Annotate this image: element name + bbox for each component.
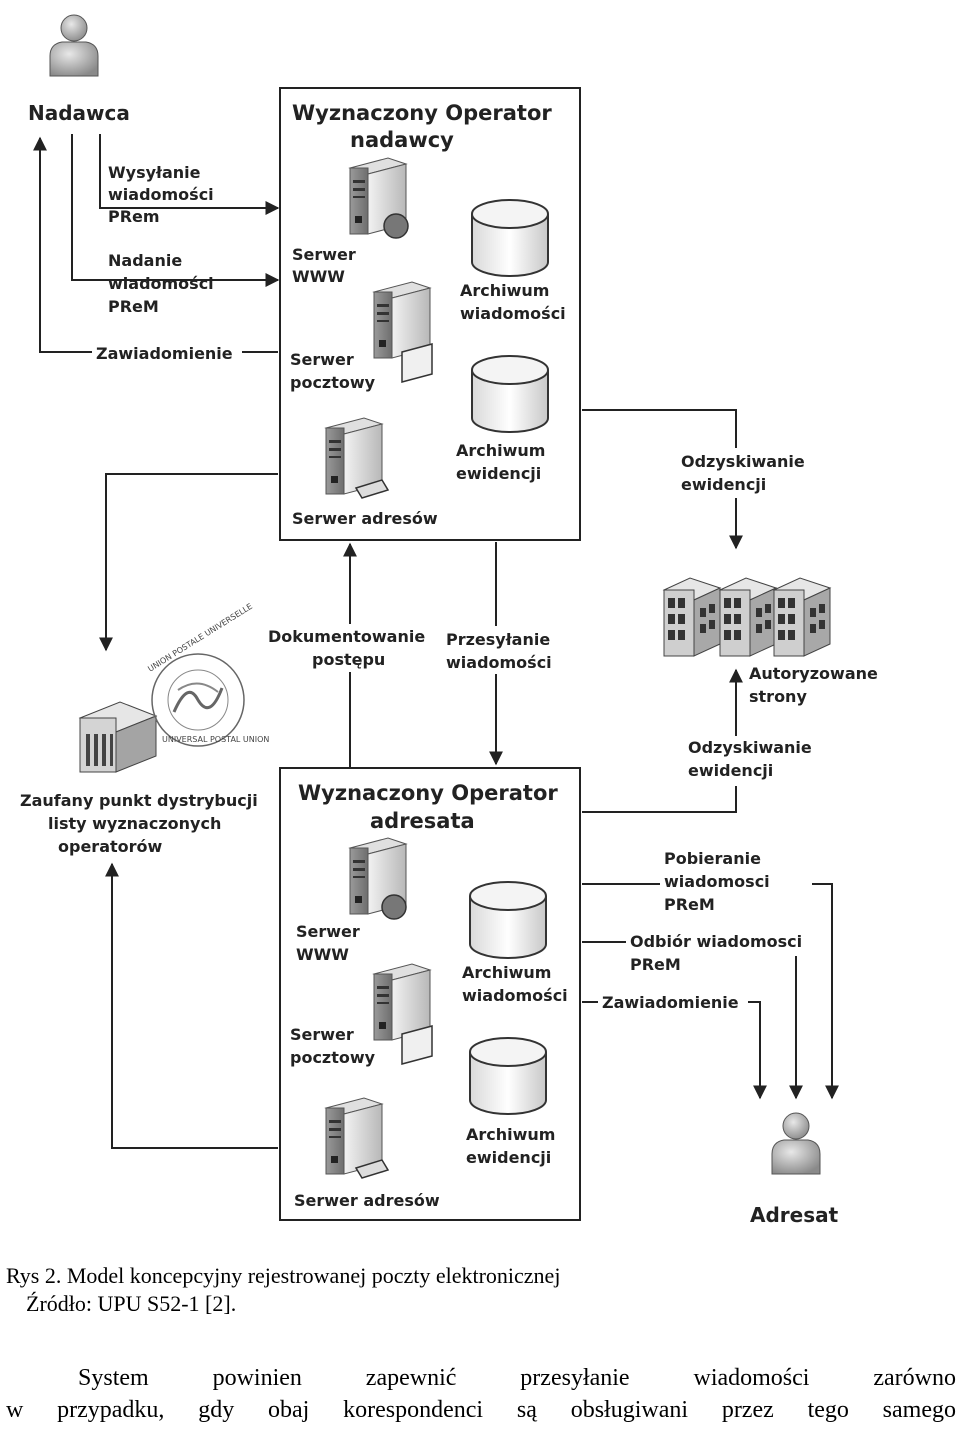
- envelope-icon-2: [401, 1025, 433, 1065]
- trusted-point-icon: [78, 701, 158, 773]
- serwer-www-label-2-1: Serwer: [296, 922, 360, 941]
- pobieranie-label-1: Pobieranie: [664, 849, 761, 868]
- adresat-person-icon: [771, 1112, 821, 1175]
- arrow-pobieranie: [812, 883, 839, 1100]
- zaufany-label-3: operatorów: [58, 837, 163, 856]
- upu-seal: [151, 653, 245, 747]
- dokumentowanie-label-1: Dokumentowanie: [268, 627, 425, 646]
- archiwum-wiadomosci-label-2-1: Archiwum: [462, 963, 551, 982]
- arrow-odzyskiwanie-bottom: [582, 668, 743, 813]
- arrow-wysylanie: [99, 134, 280, 215]
- autoryzowane-label-2: strony: [749, 687, 807, 706]
- arrow-operator-to-trusted-point: [99, 473, 278, 652]
- serwer-www-label-1: Serwer: [292, 245, 356, 264]
- label-bg: [684, 736, 814, 786]
- serwer-pocztowy-label-2-2: pocztowy: [290, 1048, 376, 1067]
- przesylanie-label-1: Przesyłanie: [446, 630, 550, 649]
- wysylanie-label-2: wiadomości: [108, 185, 214, 204]
- archiwum-ewidencji-label-1: Archiwum: [456, 441, 545, 460]
- body-paragraph: System powinien zapewnić przesyłanie wia…: [6, 1362, 956, 1426]
- operator-adresata-title-1: Wyznaczony Operator: [298, 781, 558, 805]
- address-book-icon-2: [354, 1159, 390, 1179]
- operator-adresata-title-2: adresata: [370, 809, 475, 833]
- pobieranie-label-3: PReM: [664, 895, 715, 914]
- odbior-label-2: PReM: [630, 955, 681, 974]
- serwer-www-label-2-2: WWW: [296, 945, 349, 964]
- globe-icon: [383, 213, 409, 239]
- archiwum-ewidencji-label-2-1: Archiwum: [466, 1125, 555, 1144]
- archiwum-wiadomosci-label-2: wiadomości: [460, 304, 566, 323]
- upu-seal-text-bottom: UNIVERSAL POSTAL UNION: [162, 735, 269, 744]
- dokumentowanie-label-2: postępu: [312, 650, 385, 669]
- envelope-icon: [401, 343, 433, 383]
- label-bg: [676, 448, 812, 498]
- caption-line-2: Źródło: UPU S52-1 [2].: [26, 1291, 237, 1316]
- serwer-pocztowy-label-2: pocztowy: [290, 373, 376, 392]
- operator-nadawcy-title-1: Wyznaczony Operator: [292, 101, 552, 125]
- pobieranie-label-2: wiadomosci: [664, 872, 770, 891]
- serwer-adresow-label: Serwer adresów: [292, 509, 438, 528]
- autoryzowane-label-1: Autoryzowane: [749, 664, 878, 683]
- serwer-adresow-label-2: Serwer adresów: [294, 1191, 440, 1210]
- serwer-pocztowy-label-1: Serwer: [290, 350, 354, 369]
- archive-messages-icon: [471, 199, 549, 277]
- building-icon-3: [773, 577, 831, 657]
- zawiadomienie-adresat-label: Zawiadomienie: [602, 993, 739, 1012]
- label-bg: [440, 626, 558, 674]
- building-icon-2: [719, 577, 777, 657]
- odzyskiwanie-bottom-label-1: Odzyskiwanie: [688, 738, 812, 757]
- label-bg: [92, 340, 242, 362]
- body-line-1: System powinien zapewnić przesyłanie wia…: [78, 1365, 956, 1391]
- archiwum-wiadomosci-label-2-2: wiadomości: [462, 986, 568, 1005]
- zaufany-label-1: Zaufany punkt dystrybucji: [20, 791, 258, 810]
- odzyskiwanie-top-label-1: Odzyskiwanie: [681, 452, 805, 471]
- arrow-zawiadomienie-adresat: [748, 1001, 767, 1100]
- arrow-operator-adresata-to-trusted-point: [105, 862, 278, 1149]
- odbior-label-1: Odbiór wiadomosci: [630, 932, 802, 951]
- odzyskiwanie-bottom-label-2: ewidencji: [688, 761, 773, 780]
- archiwum-wiadomosci-label-1: Archiwum: [460, 281, 549, 300]
- adresat-label: Adresat: [750, 1203, 839, 1227]
- serwer-www-label-2: WWW: [292, 267, 345, 286]
- figure-caption: Rys 2. Model koncepcyjny rejestrowanej p…: [6, 1262, 946, 1318]
- upu-seal-text-top: UNION POSTALE UNIVERSELLE: [146, 602, 254, 674]
- operator-nadawcy-title-2: nadawcy: [350, 128, 454, 152]
- wysylanie-label-3: PRem: [108, 207, 160, 226]
- caption-line-1: Rys 2. Model koncepcyjny rejestrowanej p…: [6, 1263, 561, 1288]
- archive-evidence-icon-2: [469, 1037, 547, 1115]
- odzyskiwanie-top-label-2: ewidencji: [681, 475, 766, 494]
- archive-evidence-icon: [471, 355, 549, 433]
- przesylanie-label-2: wiadomości: [446, 653, 552, 672]
- zaufany-label-2: listy wyznaczonych: [48, 814, 221, 833]
- arrow-odzyskiwanie-top: [582, 409, 743, 550]
- zawiadomienie-nadawca-label: Zawiadomienie: [96, 344, 233, 363]
- address-book-icon: [354, 479, 390, 499]
- nadawca-label: Nadawca: [28, 101, 130, 125]
- nadanie-label-2: wiadomości: [108, 274, 214, 293]
- building-icon-1: [663, 577, 721, 657]
- serwer-pocztowy-label-2-1: Serwer: [290, 1025, 354, 1044]
- nadawca-person-icon: [49, 14, 99, 77]
- archiwum-ewidencji-label-2-2: ewidencji: [466, 1148, 551, 1167]
- wysylanie-label-1: Wysyłanie: [108, 163, 201, 182]
- registered-email-concept-diagram: Nadawca Wyznaczony Operator nadawcy Serw…: [20, 14, 878, 1227]
- archiwum-ewidencji-label-2: ewidencji: [456, 464, 541, 483]
- nadanie-label-1: Nadanie: [108, 251, 182, 270]
- nadanie-label-3: PReM: [108, 297, 159, 316]
- label-bg: [264, 624, 430, 672]
- arrow-nadanie: [71, 134, 280, 287]
- body-line-2: w przypadku, gdy obaj korespondenci są o…: [6, 1397, 956, 1423]
- archive-messages-icon-2: [469, 881, 547, 959]
- globe-icon-2: [381, 894, 407, 920]
